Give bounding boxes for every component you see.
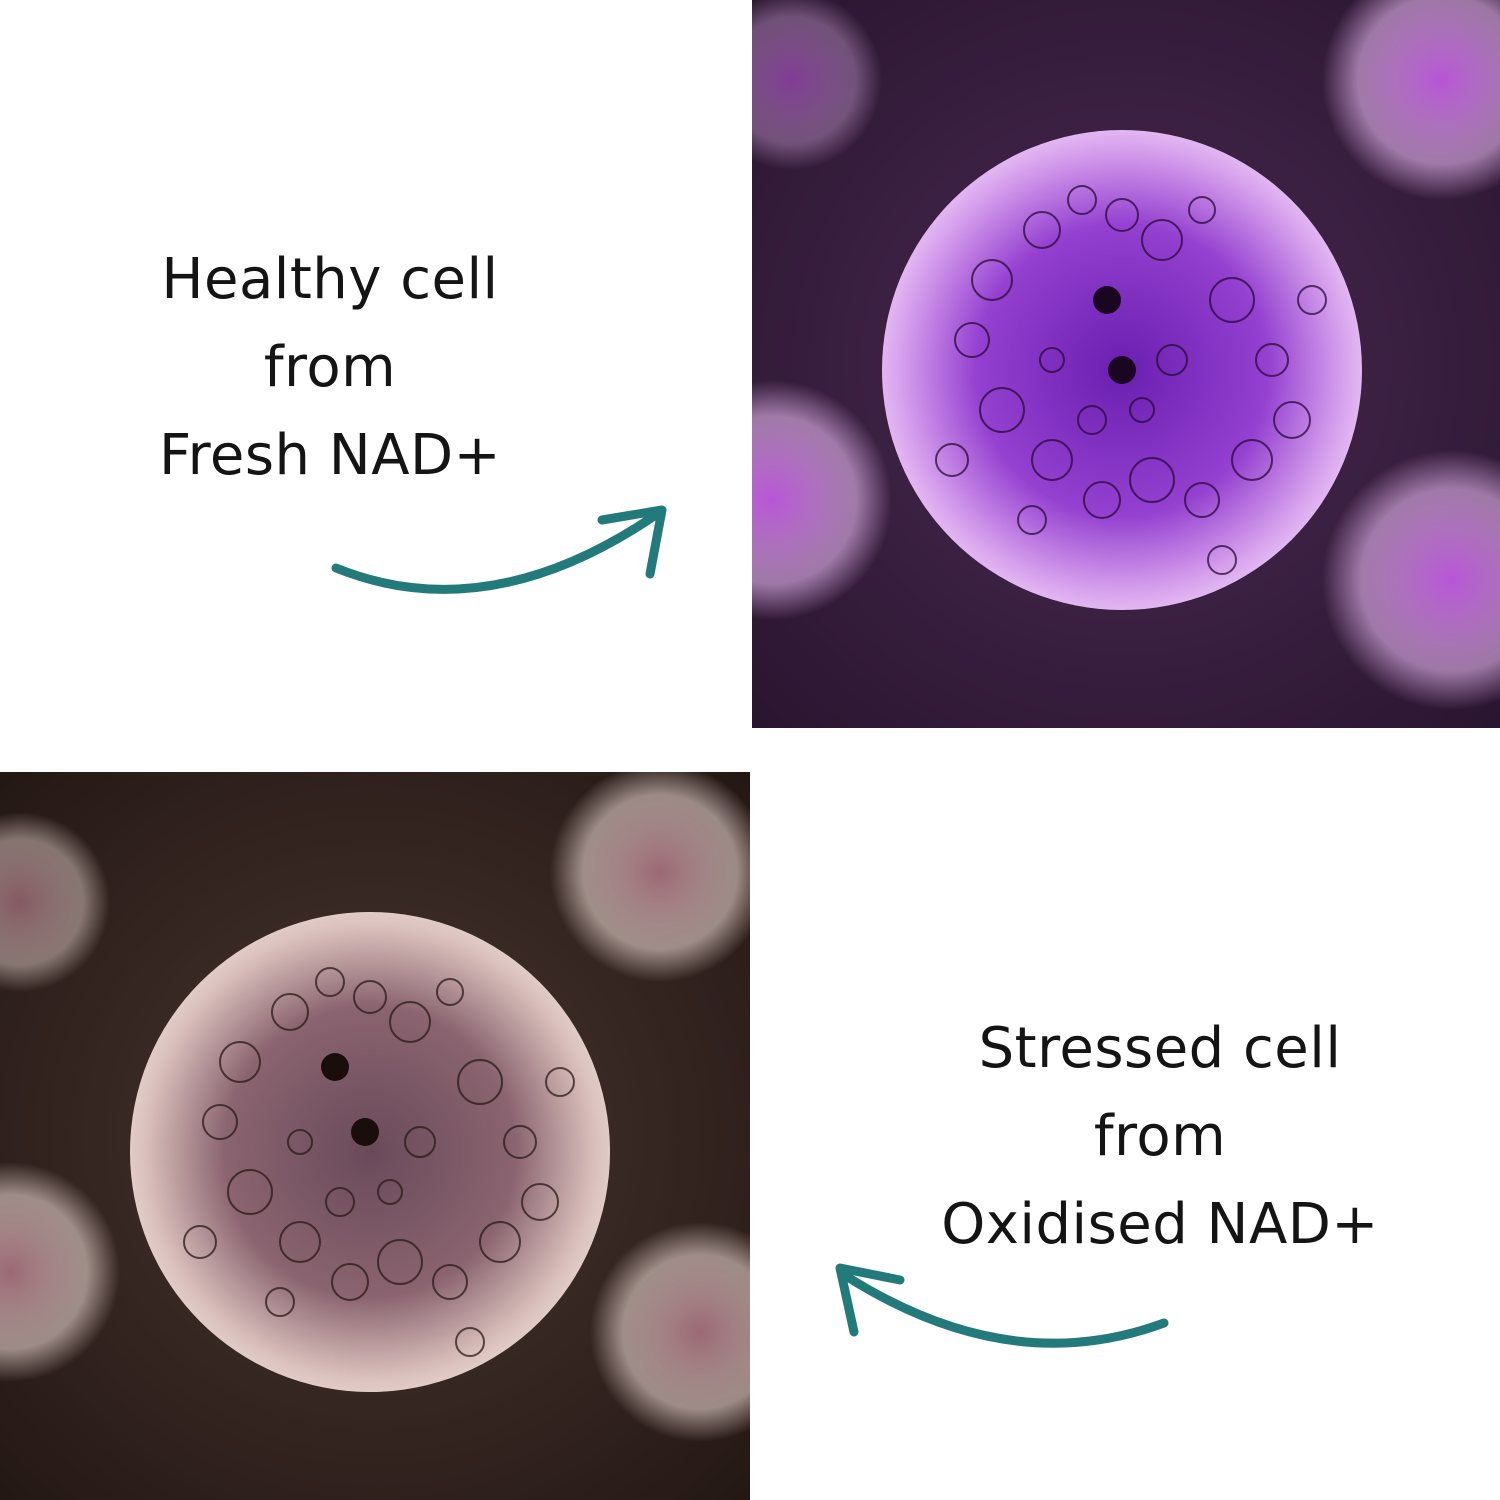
caption-line: from xyxy=(263,335,397,400)
curved-arrow-right-icon xyxy=(320,490,690,620)
healthy-cell-image xyxy=(752,0,1500,728)
caption-line: Stressed cell xyxy=(978,1016,1342,1081)
healthy-cell-caption: Healthy cell from Fresh NAD+ xyxy=(100,236,560,500)
curved-arrow-left-icon xyxy=(810,1250,1180,1380)
stressed-cell-caption: Stressed cell from Oxidised NAD+ xyxy=(900,1005,1420,1269)
caption-line: from xyxy=(1093,1104,1227,1169)
caption-line: Fresh NAD+ xyxy=(158,423,502,488)
caption-line: Healthy cell xyxy=(161,247,499,312)
caption-line: Oxidised NAD+ xyxy=(941,1192,1379,1257)
stressed-cell-image xyxy=(0,772,750,1500)
